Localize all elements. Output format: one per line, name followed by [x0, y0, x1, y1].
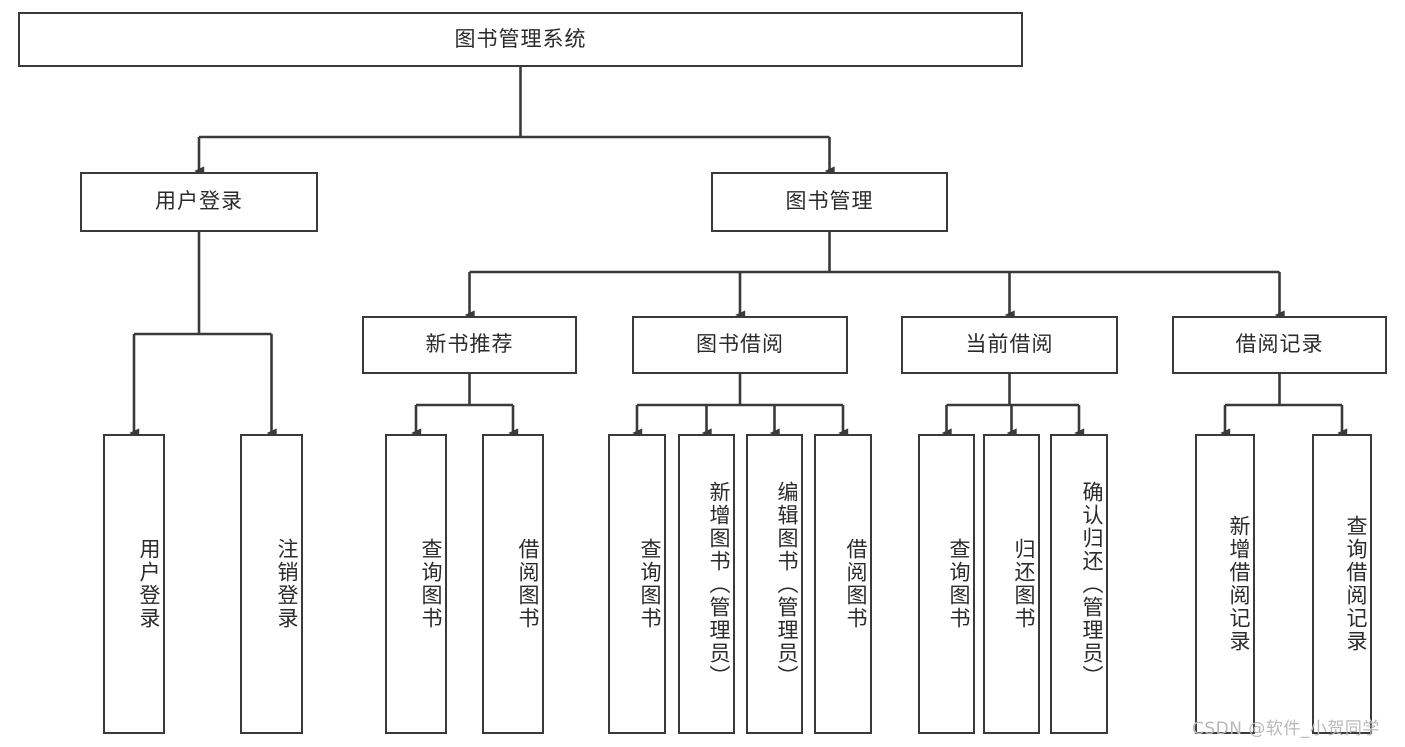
node-label: 查询图书	[947, 538, 971, 630]
node-label: 图书管理	[785, 189, 874, 214]
node-book-manage[interactable]: 图书管理	[711, 172, 948, 232]
node-label: 借阅记录	[1235, 332, 1324, 357]
node-leaf-cb-confirm[interactable]: 确认归还（管理员）	[1050, 434, 1108, 734]
node-leaf-bb-edit[interactable]: 编辑图书（管理员）	[746, 434, 803, 734]
node-leaf-user-logout[interactable]: 注销登录	[240, 434, 303, 734]
node-root[interactable]: 图书管理系统	[18, 12, 1023, 67]
node-label: 图书管理系统	[454, 26, 587, 51]
node-leaf-br-add[interactable]: 新增借阅记录	[1195, 434, 1255, 734]
node-label: 新增图书（管理员）	[707, 480, 731, 688]
node-leaf-cb-query[interactable]: 查询图书	[918, 434, 975, 734]
node-leaf-user-login[interactable]: 用户登录	[103, 434, 165, 734]
csdn-watermark: CSDN @软件_小贺同学	[1192, 719, 1380, 739]
node-current-borrow[interactable]: 当前借阅	[901, 316, 1118, 374]
node-label: 查询借阅记录	[1344, 515, 1368, 653]
node-leaf-br-query[interactable]: 查询借阅记录	[1312, 434, 1372, 734]
node-label: 查询图书	[638, 538, 662, 630]
node-label: 新增借阅记录	[1227, 515, 1251, 653]
node-label: 借阅图书	[516, 538, 540, 630]
node-label: 借阅图书	[844, 538, 868, 630]
node-label: 当前借阅	[965, 332, 1054, 357]
node-book-borrow[interactable]: 图书借阅	[632, 316, 848, 374]
node-label: 归还图书	[1012, 538, 1036, 630]
node-leaf-bb-query[interactable]: 查询图书	[608, 434, 666, 734]
node-new-book-rec[interactable]: 新书推荐	[362, 316, 577, 374]
node-label: 用户登录	[155, 189, 243, 214]
node-label: 查询图书	[419, 538, 443, 630]
node-leaf-bb-add[interactable]: 新增图书（管理员）	[678, 434, 735, 734]
node-borrow-record[interactable]: 借阅记录	[1172, 316, 1387, 374]
node-leaf-cb-return[interactable]: 归还图书	[983, 434, 1040, 734]
node-label: 确认归还（管理员）	[1080, 480, 1104, 688]
node-label: 编辑图书（管理员）	[775, 480, 799, 688]
node-label: 用户登录	[137, 538, 161, 630]
node-label: 注销登录	[275, 538, 299, 630]
node-leaf-nbr-query[interactable]: 查询图书	[385, 434, 447, 734]
node-leaf-nbr-borrow[interactable]: 借阅图书	[482, 434, 544, 734]
node-leaf-bb-borrow[interactable]: 借阅图书	[814, 434, 872, 734]
node-label: 新书推荐	[425, 332, 514, 357]
node-user-login[interactable]: 用户登录	[80, 172, 318, 232]
node-label: 图书借阅	[696, 332, 784, 357]
